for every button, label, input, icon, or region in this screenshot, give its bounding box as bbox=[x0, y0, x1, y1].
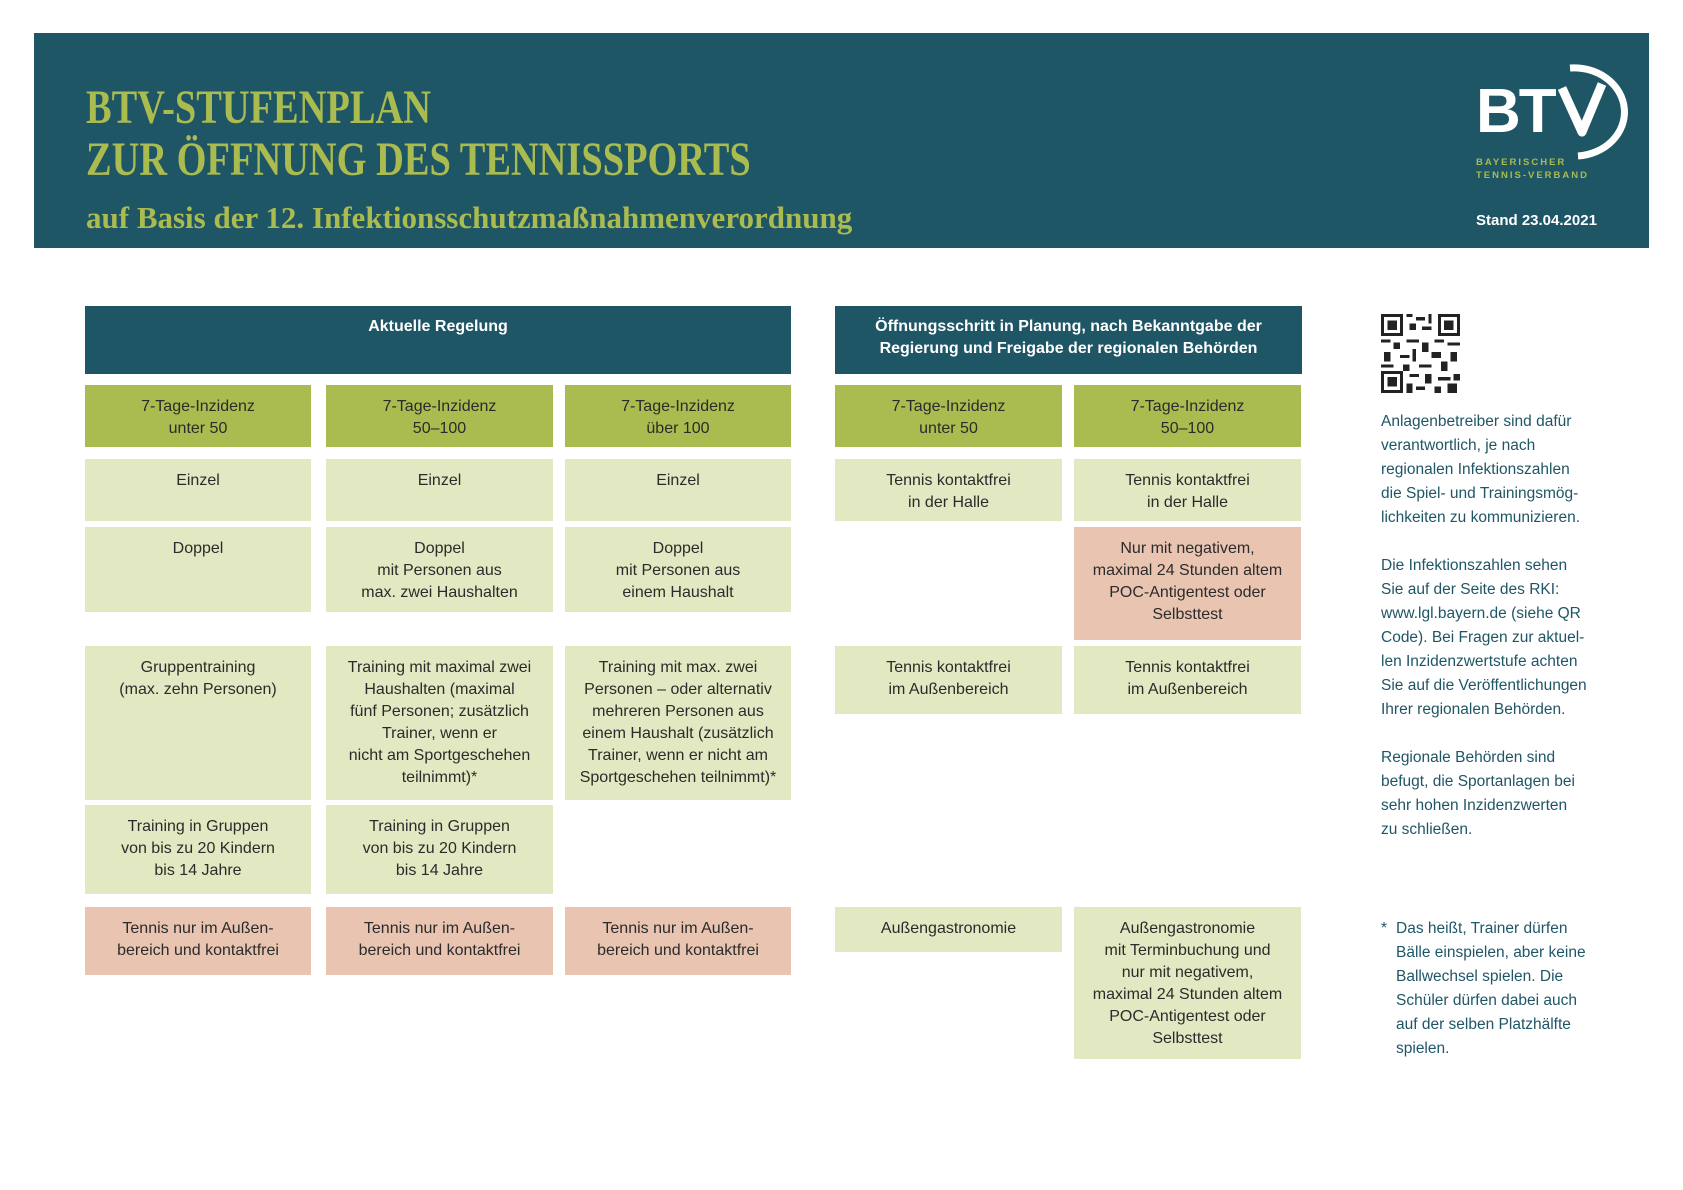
outdoor-only-cell: Tennis nur im Außen- bereich und kontakt… bbox=[85, 907, 311, 975]
header-banner bbox=[34, 33, 1649, 248]
svg-text:BT: BT bbox=[1476, 77, 1557, 146]
stand-date: Stand 23.04.2021 bbox=[1476, 212, 1597, 229]
doppel-cell: Doppel mit Personen aus max. zwei Hausha… bbox=[326, 527, 553, 612]
incidence-cell: 7-Tage-Inzidenz über 100 bbox=[565, 385, 791, 447]
kids-training-cell: Training in Gruppen von bis zu 20 Kinder… bbox=[85, 805, 311, 894]
outdoor-only-cell: Tennis nur im Außen- bereich und kontakt… bbox=[565, 907, 791, 975]
planned-step-header: Öffnungsschritt in Planung, nach Bekannt… bbox=[835, 306, 1302, 374]
operator-responsibility-text: Anlagenbetreiber sind dafür verantwortli… bbox=[1381, 413, 1581, 526]
einzel-cell: Einzel bbox=[565, 459, 791, 521]
test-requirement-cell: Nur mit negativem, maximal 24 Stunden al… bbox=[1074, 527, 1301, 640]
outdoor-only-cell: Tennis nur im Außen- bereich und kontakt… bbox=[326, 907, 553, 975]
incidence-cell: 7-Tage-Inzidenz 50–100 bbox=[1074, 385, 1301, 447]
training-cell: Training mit max. zwei Personen – oder a… bbox=[565, 646, 791, 800]
current-regulation-header: Aktuelle Regelung bbox=[85, 306, 791, 374]
outdoor-cell: Tennis kontaktfrei im Außenbereich bbox=[1074, 646, 1301, 714]
indoor-cell: Tennis kontaktfrei in der Halle bbox=[1074, 459, 1301, 521]
logo-sub-line-1: BAYERISCHER bbox=[1476, 157, 1567, 168]
logo-subtitle: BAYERISCHER TENNIS-VERBAND bbox=[1476, 156, 1589, 182]
indoor-cell: Tennis kontaktfrei in der Halle bbox=[835, 459, 1062, 521]
outdoor-cell: Tennis kontaktfrei im Außenbereich bbox=[835, 646, 1062, 714]
logo-sub-line-2: TENNIS-VERBAND bbox=[1476, 170, 1589, 181]
title-line-1: BTV-STUFENPLAN bbox=[86, 81, 431, 134]
footnote-mark: * bbox=[1381, 920, 1388, 937]
doppel-cell: Doppel bbox=[85, 527, 311, 612]
incidence-cell: 7-Tage-Inzidenz 50–100 bbox=[326, 385, 553, 447]
btv-logo: BT bbox=[1476, 64, 1628, 160]
subtitle: auf Basis der 12. Infektionsschutzmaßnah… bbox=[86, 200, 853, 235]
training-cell: Gruppentraining (max. zehn Personen) bbox=[85, 646, 311, 800]
title-line-2: ZUR ÖFFNUNG DES TENNISSPORTS bbox=[86, 133, 751, 186]
doppel-cell: Doppel mit Personen aus einem Haushalt bbox=[565, 527, 791, 612]
incidence-cell: 7-Tage-Inzidenz unter 50 bbox=[835, 385, 1062, 447]
kids-training-cell: Training in Gruppen von bis zu 20 Kinder… bbox=[326, 805, 553, 894]
qr-code[interactable] bbox=[1381, 314, 1460, 393]
infection-numbers-text: Die Infektionszahlen sehen Sie auf der S… bbox=[1381, 557, 1587, 718]
einzel-cell: Einzel bbox=[85, 459, 311, 521]
gastronomy-cell: Außengastronomie mit Terminbuchung und n… bbox=[1074, 907, 1301, 1059]
authorities-text: Regionale Behörden sind befugt, die Spor… bbox=[1381, 749, 1575, 838]
footnote-text: Das heißt, Trainer dürfen Bälle einspiel… bbox=[1396, 920, 1586, 1057]
training-cell: Training mit maximal zwei Haushalten (ma… bbox=[326, 646, 553, 800]
gastronomy-cell: Außengastronomie bbox=[835, 907, 1062, 952]
incidence-cell: 7-Tage-Inzidenz unter 50 bbox=[85, 385, 311, 447]
einzel-cell: Einzel bbox=[326, 459, 553, 521]
footnote: * Das heißt, Trainer dürfen Bälle einspi… bbox=[1381, 917, 1621, 1061]
